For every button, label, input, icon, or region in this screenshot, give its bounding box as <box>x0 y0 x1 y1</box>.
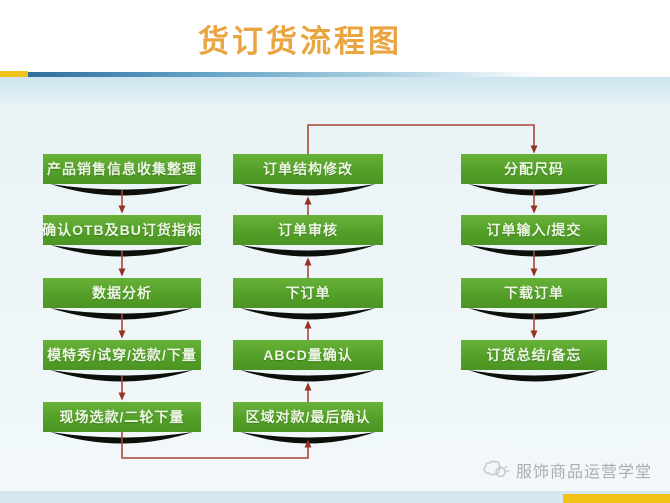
bottom-accent-bar <box>563 494 670 503</box>
node-shadow <box>240 370 376 382</box>
top-rule-blue-line <box>28 72 670 77</box>
flow-node-label: 确认OTB及BU订货指标 <box>42 222 202 238</box>
sheep-mascot-icon <box>483 460 510 478</box>
bottom-band <box>0 491 670 503</box>
flow-node-label: 现场选款/二轮下量 <box>59 409 185 425</box>
node-shadow <box>50 245 194 257</box>
flow-node-collect-info: 产品销售信息收集整理 <box>43 154 201 196</box>
node-shadow <box>468 308 600 320</box>
flow-node-label: 区域对款/最后确认 <box>245 409 371 425</box>
node-shadow <box>468 184 600 196</box>
flow-node-place-order: 下订单 <box>233 278 383 320</box>
flow-node-label: ABCD量确认 <box>263 347 353 363</box>
node-shadow <box>240 432 376 444</box>
flow-node-order-summary: 订货总结/备忘 <box>461 340 607 382</box>
flow-node-data-analysis: 数据分析 <box>43 278 201 320</box>
flow-node-order-review: 订单审核 <box>233 215 383 257</box>
page-title: 货订货流程图 <box>198 24 402 59</box>
flow-node-label: 订单审核 <box>278 222 338 238</box>
node-shadow <box>240 308 376 320</box>
flow-node-regional-confirm: 区域对款/最后确认 <box>233 402 383 444</box>
node-shadow <box>468 370 600 382</box>
flow-node-order-structure: 订单结构修改 <box>233 154 383 196</box>
flow-node-label: 数据分析 <box>92 285 152 301</box>
watermark: 服饰商品运营学堂 <box>482 458 652 482</box>
flow-node-abcd-quantity: ABCD量确认 <box>233 340 383 382</box>
flow-node-label: 分配尺码 <box>504 161 564 177</box>
node-shadow <box>240 245 376 257</box>
top-rule-yellow-segment <box>0 71 28 77</box>
flow-node-order-entry: 订单输入/提交 <box>461 215 607 257</box>
flow-node-label: 订单结构修改 <box>263 161 353 177</box>
flow-node-allocate-sizes: 分配尺码 <box>461 154 607 196</box>
flow-node-label: 下载订单 <box>504 285 564 301</box>
node-shadow <box>50 308 194 320</box>
node-shadow <box>50 184 194 196</box>
flow-node-model-show: 模特秀/试穿/选款/下量 <box>43 340 201 382</box>
flow-node-label: 订货总结/备忘 <box>486 347 582 363</box>
flow-node-label: 模特秀/试穿/选款/下量 <box>47 347 197 363</box>
node-shadow <box>50 370 194 382</box>
flow-node-label: 产品销售信息收集整理 <box>47 161 197 177</box>
watermark-label: 服饰商品运营学堂 <box>516 464 653 481</box>
node-shadow <box>468 245 600 257</box>
flow-node-download-order: 下载订单 <box>461 278 607 320</box>
flow-node-confirm-otb: 确认OTB及BU订货指标 <box>42 215 202 257</box>
flow-node-onsite-selection: 现场选款/二轮下量 <box>43 402 201 444</box>
node-shadow <box>240 184 376 196</box>
flow-node-label: 下订单 <box>285 285 331 301</box>
flow-node-label: 订单输入/提交 <box>486 222 582 238</box>
